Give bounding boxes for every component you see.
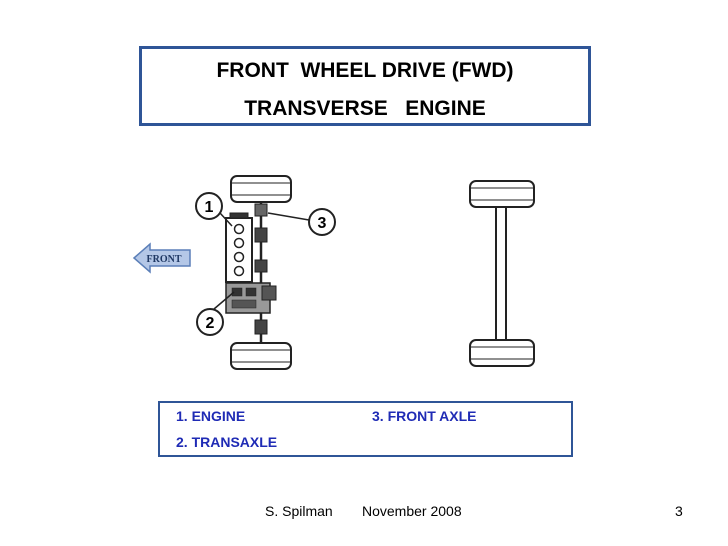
front-arrow-label: FRONT	[147, 254, 182, 265]
rear-axle-beam	[495, 206, 507, 341]
footer-author: S. Spilman	[265, 503, 333, 519]
front-arrow: FRONT	[132, 242, 191, 274]
legend-item-front-axle: 3. FRONT AXLE	[372, 408, 477, 424]
callout-1-label: 1	[205, 199, 214, 216]
callout-2: 2	[196, 291, 235, 336]
legend-item-transaxle: 2. TRANSAXLE	[176, 434, 278, 450]
callout-3: 3	[267, 208, 336, 236]
title-line-2: TRANSVERSE ENGINE	[244, 97, 486, 120]
rear-wheel-bottom	[469, 339, 535, 367]
callout-3-label: 3	[318, 215, 327, 232]
rear-wheel-top	[469, 180, 535, 208]
rear-axle-assembly	[469, 180, 535, 367]
legend-item-engine: 1. ENGINE	[176, 408, 246, 424]
callout-2-label: 2	[206, 315, 215, 332]
front-wheel-top	[230, 175, 292, 203]
front-wheel-bottom	[230, 342, 292, 370]
title-line-1: FRONT WHEEL DRIVE (FWD)	[216, 59, 514, 82]
page-number: 3	[675, 503, 683, 519]
callout-1: 1	[195, 192, 233, 227]
engine-block	[225, 217, 253, 283]
front-axle-assembly	[225, 175, 292, 370]
title-box: FRONT WHEEL DRIVE (FWD) TRANSVERSE ENGIN…	[139, 46, 591, 126]
legend-box: 1. ENGINE 2. TRANSAXLE 3. FRONT AXLE	[158, 401, 573, 457]
footer-date: November 2008	[362, 503, 462, 519]
